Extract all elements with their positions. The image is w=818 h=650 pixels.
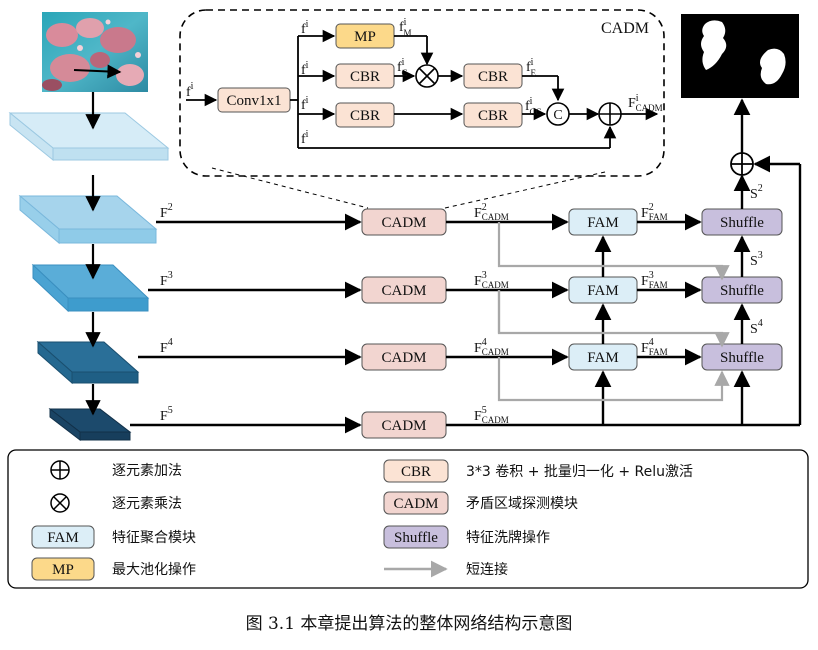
cadm-block-3: CADM (361, 276, 447, 304)
legend-mp-swatch (31, 557, 95, 581)
layer-2 (18, 194, 158, 245)
legend-fam-label: 特征聚合模块 (112, 530, 196, 546)
svg-text:F5: F5 (160, 405, 173, 424)
cadm-block-4: CADM (361, 343, 447, 371)
svg-text:F4: F4 (160, 337, 173, 356)
svg-text:F2: F2 (160, 202, 173, 221)
layer-3 (31, 263, 150, 313)
legend-mul-icon (50, 493, 70, 513)
svg-text:Shuffle: Shuffle (720, 283, 764, 299)
svg-text:fiC: fiC (397, 57, 407, 78)
fam-block-2: FAM (568, 208, 638, 236)
legend-fam-swatch (31, 525, 95, 549)
conv1x1-label: Conv1x1 (226, 93, 281, 109)
legend-add-label: 逐元素加法 (112, 463, 182, 479)
svg-text:CBR: CBR (401, 464, 431, 480)
cbr-block-4 (463, 102, 523, 128)
legend-shuffle-label: 特征洗牌操作 (466, 529, 550, 546)
legend-cadm-swatch (383, 491, 449, 515)
legend: 逐元素加法 逐元素乘法 FAM 特征聚合模块 MP 最大池化操作 CBR 3*3… (7, 449, 809, 589)
svg-text:fi: fi (301, 60, 309, 78)
f-i-input-label: fi (186, 81, 194, 100)
legend-mul-label: 逐元素乘法 (112, 496, 182, 512)
legend-cadm-label: 矛盾区域探测模块 (466, 496, 578, 512)
svg-text:CADM: CADM (381, 350, 426, 366)
multiply-op-icon (415, 64, 439, 88)
legend-skip-label: 短连接 (466, 561, 508, 578)
svg-text:fi: fi (301, 95, 309, 113)
fam-block-3: FAM (568, 276, 638, 304)
svg-text:fi: fi (301, 129, 309, 147)
svg-text:C: C (553, 108, 562, 123)
svg-text:MP: MP (52, 562, 74, 578)
svg-text:fiM: fiM (399, 17, 411, 38)
svg-text:FAM: FAM (587, 350, 618, 366)
svg-text:fi: fi (301, 19, 309, 37)
svg-text:Shuffle: Shuffle (720, 215, 764, 231)
svg-text:FAM: FAM (587, 215, 618, 231)
svg-text:fiE: fiE (526, 57, 536, 78)
layer-5 (48, 407, 132, 442)
svg-text:CADM: CADM (381, 215, 426, 231)
cbr-2-label: CBR (478, 69, 508, 85)
legend-mp-label: 最大池化操作 (112, 562, 196, 578)
output-mask (681, 14, 799, 98)
add-op-icon (598, 102, 622, 126)
fam-block-4: FAM (568, 343, 638, 371)
skip-connections (497, 222, 730, 402)
svg-text:CADM: CADM (381, 283, 426, 299)
svg-text:Shuffle: Shuffle (394, 530, 438, 546)
cbr-1-label: CBR (350, 69, 380, 85)
shuffle-block-4: Shuffle (701, 343, 783, 371)
legend-cbr-label: 3*3 卷积 + 批量归一化 + Relu激活 (466, 463, 693, 480)
backbone (8, 92, 170, 442)
shuffle-block-3: Shuffle (701, 276, 783, 304)
svg-text:S4: S4 (750, 318, 763, 337)
cbr-block-3 (335, 102, 395, 128)
legend-add-icon (50, 460, 70, 480)
svg-text:S2: S2 (750, 183, 763, 202)
figure-caption: 图 3.1 本章提出算法的整体网络结构示意图 (246, 614, 573, 634)
cbr-3-label: CBR (350, 108, 380, 124)
svg-text:F3: F3 (160, 270, 173, 289)
svg-text:FAM: FAM (47, 530, 78, 546)
cadm-panel-title: CADM (601, 20, 649, 37)
svg-text:S3: S3 (750, 250, 763, 269)
cadm-block-5: CADM (361, 411, 447, 439)
svg-text:CADM: CADM (381, 418, 426, 434)
svg-text:FAM: FAM (587, 283, 618, 299)
final-add-op-icon (730, 152, 754, 176)
shuffle-block-2: Shuffle (701, 208, 783, 236)
mp-label: MP (354, 29, 376, 45)
svg-text:CADM: CADM (393, 496, 438, 512)
input-image (42, 12, 148, 92)
concat-op-icon: C (546, 102, 570, 126)
cbr-4-label: CBR (478, 108, 508, 124)
legend-shuffle-swatch (383, 525, 449, 549)
svg-text:fi: fi (186, 81, 194, 100)
layer-1 (8, 111, 170, 162)
svg-text:Shuffle: Shuffle (720, 350, 764, 366)
cadm-block-2: CADM (361, 208, 447, 236)
layer-4 (36, 340, 140, 385)
legend-cbr-swatch (383, 459, 449, 483)
